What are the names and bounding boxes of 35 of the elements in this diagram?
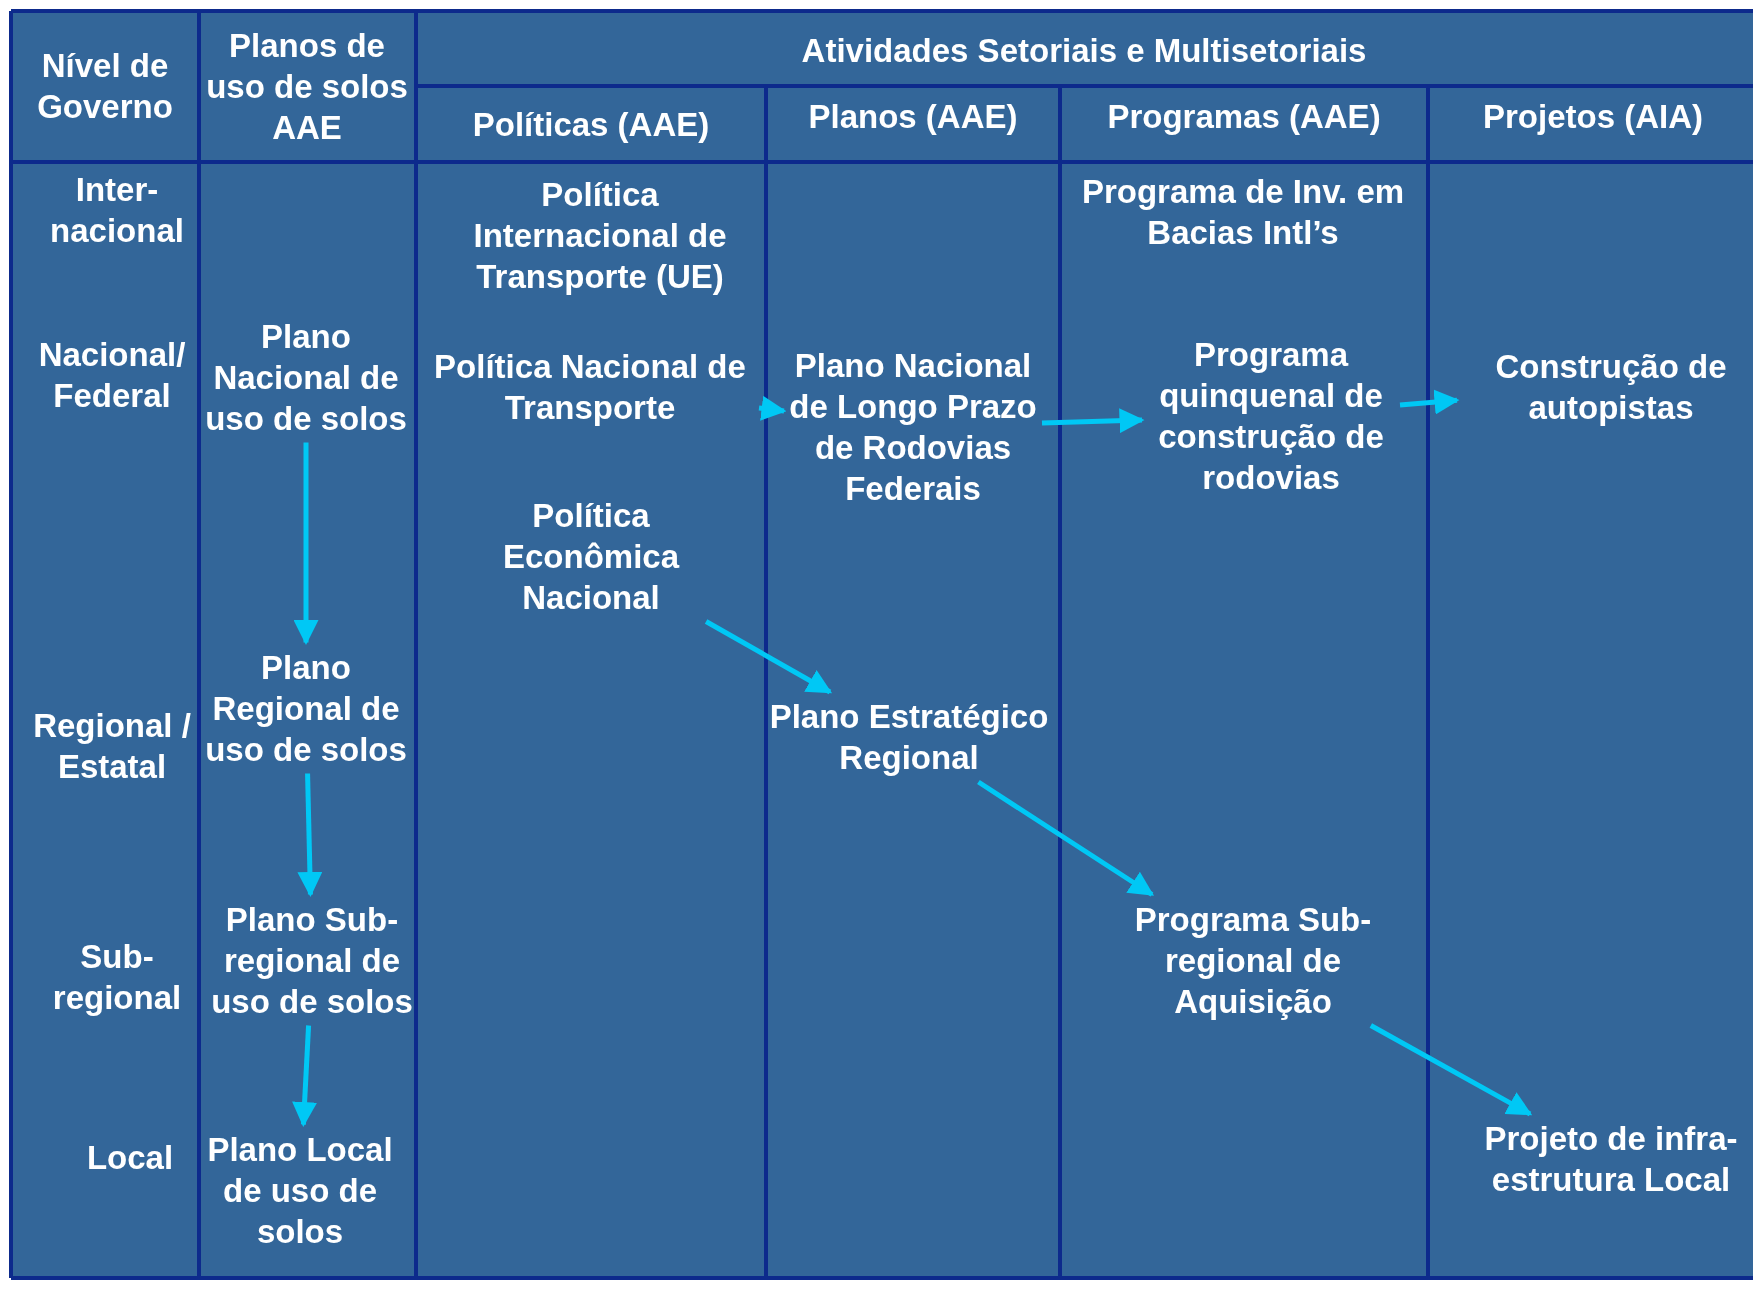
column-header: Programas (AAE) bbox=[1107, 96, 1381, 137]
row-label: Política Internacional de Transporte (UE) bbox=[472, 174, 728, 297]
plan-text: Projeto de infra-estrutura Local bbox=[1456, 1118, 1753, 1200]
plan-text: Plano Regional de uso de solos bbox=[203, 646, 409, 770]
row-label: Programa de Inv. em Bacias Intl’s bbox=[1080, 172, 1406, 253]
column-header: Nível de Governo bbox=[36, 46, 174, 127]
plan-text: Plano Local de uso de solos bbox=[200, 1128, 400, 1252]
column-header: Planos (AAE) bbox=[808, 96, 1018, 137]
row-label: Local bbox=[86, 1137, 174, 1178]
plan-text: Programa quinquenal de construção de rodovias bbox=[1146, 334, 1396, 498]
arrow bbox=[977, 779, 1155, 897]
arrow bbox=[1369, 1023, 1533, 1117]
column-header: Políticas (AAE) bbox=[472, 104, 710, 145]
arrow bbox=[292, 1025, 318, 1127]
plan-text: Programa Sub-regional de Aquisição bbox=[1098, 898, 1408, 1022]
plan-text: Plano Nacional de uso de solos bbox=[203, 315, 409, 439]
arrow bbox=[1041, 408, 1145, 434]
plan-text: Plano Sub-regional de uso de solos bbox=[209, 898, 415, 1022]
row-label: Nacional/ Federal bbox=[37, 335, 187, 416]
plan-text: Plano Nacional de Longo Prazo de Rodovias Federais bbox=[788, 345, 1038, 509]
row-label: Sub-regional bbox=[51, 937, 183, 1018]
plan-text: Plano Estratégico Regional bbox=[759, 696, 1059, 778]
column-header: Atividades Setoriais e Multisetoriais bbox=[801, 30, 1367, 71]
arrow bbox=[758, 395, 787, 421]
plan-text: Política Econômica Nacional bbox=[461, 494, 721, 618]
column-header: Planos de uso de solos AAE bbox=[205, 25, 409, 148]
arrow bbox=[297, 773, 323, 897]
row-label: Regional / Estatal bbox=[32, 706, 192, 787]
row-label: Inter-nacional bbox=[49, 170, 185, 251]
arrow bbox=[1399, 389, 1460, 415]
plan-text: Construção de autopistas bbox=[1461, 346, 1753, 428]
column-header: Projetos (AIA) bbox=[1483, 96, 1703, 137]
arrow bbox=[704, 619, 833, 695]
arrow bbox=[293, 442, 319, 645]
plan-text: Política Nacional de Transporte bbox=[425, 346, 755, 428]
